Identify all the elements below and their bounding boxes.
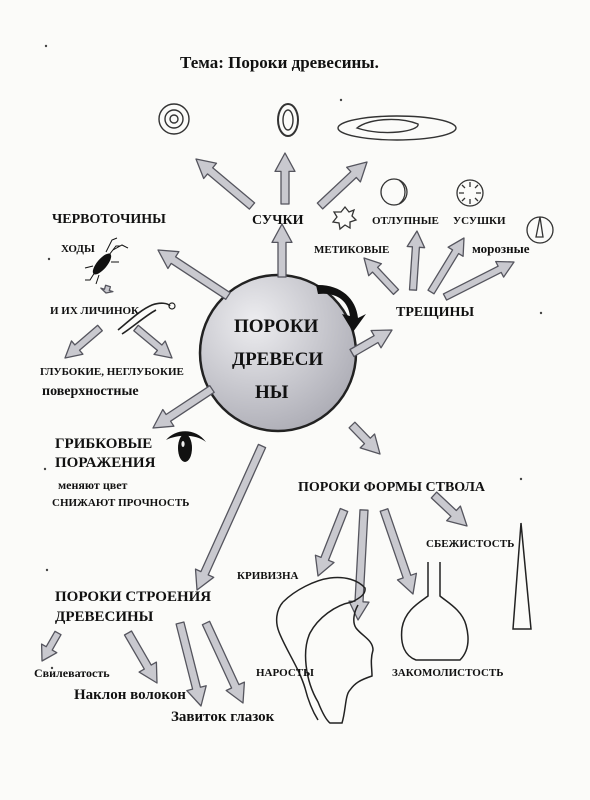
arrow-to-treshchiny <box>349 329 393 358</box>
arrows-group <box>40 152 515 707</box>
arrow-treshchiny-usushki <box>427 237 465 295</box>
center-label-line3: НЫ <box>255 382 289 403</box>
metikovye-label: МЕТИКОВЫЕ <box>314 244 390 256</box>
gribkovye-label-line2: ПОРАЖЕНИЯ <box>55 455 156 471</box>
arrow-to-stroenie <box>194 443 267 591</box>
usushki-crack-icon <box>456 179 484 207</box>
hody-label: ХОДЫ <box>61 243 95 255</box>
beetle-icon <box>84 237 129 285</box>
arrow-treshchiny-moroznye <box>442 260 515 301</box>
curved-arrow-icon <box>316 284 366 332</box>
oval-knot-icon <box>277 103 299 137</box>
svilevatost-label: Свилеватость <box>34 666 110 680</box>
stroenie-label-line1: ПОРОКИ СТРОЕНИЯ <box>55 589 212 605</box>
forma-label: ПОРОКИ ФОРМЫ СТВОЛА <box>298 480 486 495</box>
arrow-treshchiny-otlupnye <box>406 230 426 291</box>
trunk-shapes <box>275 522 532 724</box>
glubokie-label: ГЛУБОКИЕ, НЕГЛУБОКИЕ <box>40 366 184 378</box>
fungus-eye-icon <box>166 431 206 462</box>
chervotochiny-label: ЧЕРВОТОЧИНЫ <box>52 212 166 227</box>
center-label-line1: ПОРОКИ <box>234 316 319 337</box>
gribkovye-note2: СНИЖАЮТ ПРОЧНОСТЬ <box>52 497 190 509</box>
zavitok-label: Завиток глазок <box>171 709 275 725</box>
arrow-treshchiny-metikovye <box>363 257 400 296</box>
elongated-knot-icon <box>337 115 457 141</box>
zakomolistost-label: ЗАКОМОЛИСТОСТЬ <box>392 667 504 679</box>
concentric-knot-icon <box>158 103 190 135</box>
scan-specks <box>43 44 543 670</box>
arrow-suchki-elongated <box>316 161 368 210</box>
poverhnostnye-label: поверхностные <box>42 384 139 399</box>
treshchiny-label: ТРЕЩИНЫ <box>396 305 475 320</box>
crack-icons <box>331 178 554 244</box>
narosty-label: НАРОСТЫ <box>256 667 314 679</box>
larva-icon <box>117 302 176 335</box>
arrow-stroenie-zavitok-2 <box>201 620 246 704</box>
otlupnye-label: ОТЛУПНЫЕ <box>372 215 439 227</box>
arrow-lichinok-neglubokie <box>133 324 173 359</box>
stroenie-label-line2: ДРЕВЕСИНЫ <box>55 609 154 625</box>
arrow-forma-zakomolistost <box>379 508 418 595</box>
arrow-to-chervotochiny <box>157 249 231 300</box>
lichinok-label: И ИХ ЛИЧИНОК <box>50 305 140 317</box>
arrow-lichinok-glubokie <box>64 324 103 359</box>
arrow-stroenie-naklon <box>123 630 158 684</box>
gribkovye-label-line1: ГРИБКОВЫЕ <box>55 436 153 452</box>
arrow-to-forma <box>348 421 381 455</box>
arrow-to-suchki <box>271 223 293 278</box>
arrow-forma-narosty <box>348 509 370 621</box>
butt-swell-trunk-shape <box>400 562 469 661</box>
naklon-label: Наклон волокон <box>74 687 186 703</box>
usushki-label: УСУШКИ <box>453 215 506 227</box>
suchki-label: СУЧКИ <box>252 213 304 228</box>
arrow-suchki-concentric <box>195 158 256 210</box>
metikovye-crack-icon <box>331 205 358 231</box>
arrow-suchki-oval <box>274 152 296 205</box>
arrow-forma-sbezhistost <box>430 491 468 527</box>
arrow-stroenie-svilevatost <box>40 630 62 662</box>
center-label-line2: ДРЕВЕСИ <box>232 349 324 370</box>
sbezhistost-label: СБЕЖИСТОСТЬ <box>426 538 515 550</box>
taper-trunk-shape <box>512 522 532 630</box>
curved-trunk-shape <box>282 576 374 724</box>
knot-icons <box>158 103 457 141</box>
krivizna-label: КРИВИЗНА <box>237 570 299 582</box>
arrow-hody-down <box>100 284 114 294</box>
arrow-forma-krivizna <box>314 507 349 577</box>
arrow-to-gribkovye <box>152 385 215 429</box>
otlupnye-crack-icon <box>380 178 408 206</box>
moroznye-label: морозные <box>472 241 530 256</box>
arrow-stroenie-zavitok-1 <box>175 621 207 707</box>
page-title: Тема: Пороки древесины. <box>180 53 379 72</box>
gribkovye-note1: меняют цвет <box>58 478 128 492</box>
